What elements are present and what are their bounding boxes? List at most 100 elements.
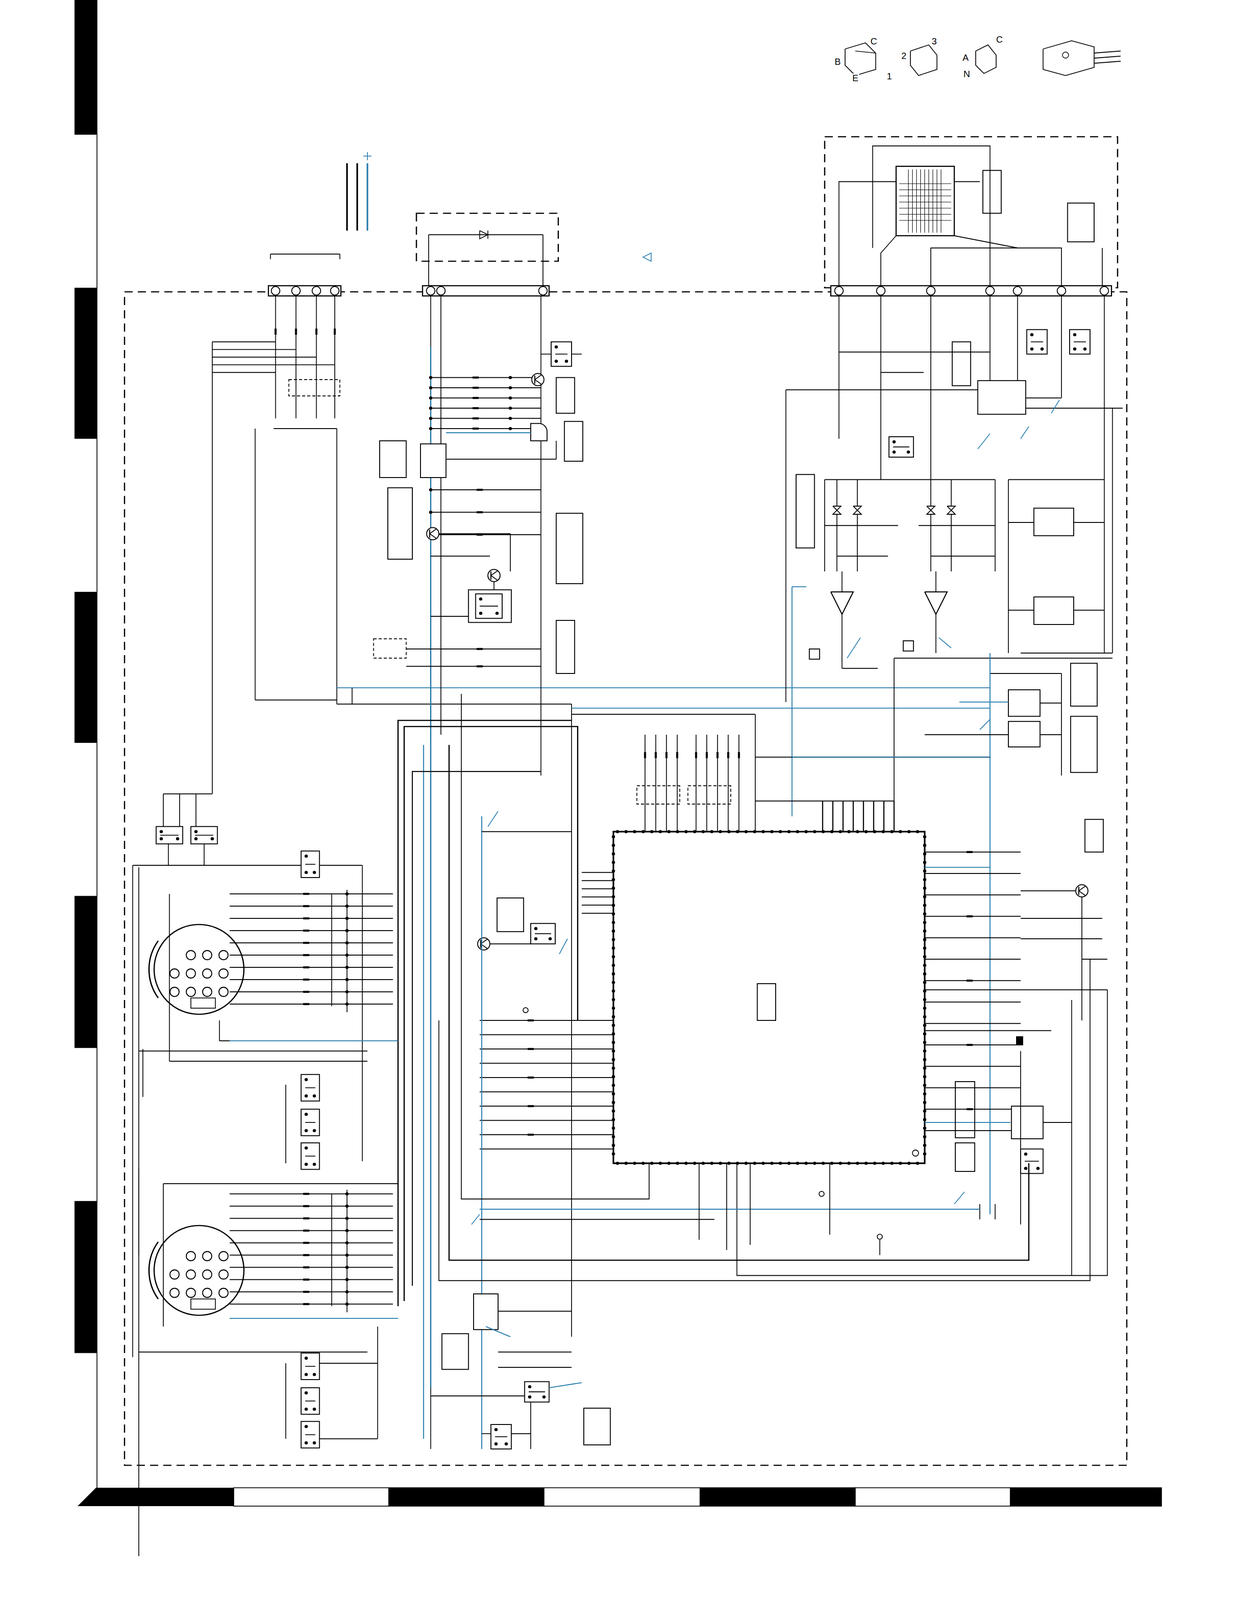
junction-dot <box>624 830 628 834</box>
junction-dot <box>923 1144 927 1148</box>
junction-dot <box>812 1161 817 1165</box>
resistor-symbol <box>527 1076 534 1080</box>
wire <box>366 151 368 161</box>
junction-dot <box>923 1109 927 1113</box>
wire <box>1078 885 1086 891</box>
junction-dot <box>727 1161 731 1165</box>
pin-label: 3 <box>930 36 938 46</box>
wire <box>493 581 495 591</box>
wire <box>319 1438 378 1440</box>
wire <box>138 1351 368 1353</box>
junction-dot <box>1073 347 1077 351</box>
pin-circle <box>219 1251 229 1262</box>
wire <box>229 967 393 969</box>
wire <box>273 428 338 430</box>
pin-label: B <box>833 57 842 67</box>
wire <box>229 1230 393 1232</box>
wire-path <box>975 44 997 74</box>
junction-dot <box>923 998 927 1002</box>
junction-dot <box>611 1049 616 1053</box>
wire <box>959 701 1009 703</box>
component-box <box>387 488 413 560</box>
wire <box>406 648 542 650</box>
junction-dot <box>616 1161 620 1165</box>
component-box <box>1085 819 1104 853</box>
wire <box>1073 341 1086 343</box>
wire <box>479 1077 614 1079</box>
wire <box>366 163 369 231</box>
wire <box>841 668 878 670</box>
wire <box>319 1363 378 1365</box>
border-mark <box>700 1488 856 1507</box>
wire <box>430 418 542 420</box>
wire <box>212 349 297 351</box>
junction-dot <box>611 920 616 925</box>
junction-dot <box>847 1161 851 1165</box>
resistor-symbol <box>303 1192 310 1196</box>
junction-dot <box>658 1161 662 1165</box>
wire <box>487 230 489 240</box>
wire <box>229 1003 393 1005</box>
pin-circle <box>477 938 490 951</box>
pin-circle <box>312 286 321 296</box>
wire <box>899 201 952 203</box>
wire <box>581 880 614 882</box>
junction-dot <box>611 886 616 890</box>
junction-dot <box>821 830 825 834</box>
pin-circle <box>1013 286 1022 296</box>
junction-dot <box>194 837 198 841</box>
junction-dot <box>923 1100 927 1105</box>
wire <box>160 835 179 837</box>
pin-circle <box>186 1251 196 1262</box>
wire <box>212 364 335 366</box>
junction-dot <box>693 830 697 834</box>
pin-circle <box>426 286 436 296</box>
wire <box>162 1183 164 1327</box>
resistor-symbol <box>644 752 647 759</box>
junction-dot <box>641 1161 645 1165</box>
wire <box>706 734 708 832</box>
wire <box>488 811 499 827</box>
junction-dot <box>632 830 636 834</box>
junction-dot <box>159 830 163 834</box>
wire <box>862 801 864 832</box>
wire <box>676 734 678 832</box>
pin-circle <box>219 1288 229 1298</box>
wire <box>1073 522 1105 524</box>
junction-dot <box>675 1161 680 1165</box>
junction-dot <box>923 1023 927 1027</box>
wire <box>485 1326 511 1338</box>
pin-circle <box>202 968 212 978</box>
wire <box>430 407 542 409</box>
border-mark <box>74 896 98 1049</box>
wire <box>1020 652 1113 654</box>
junction-dot <box>821 1161 825 1165</box>
junction-dot <box>923 878 927 882</box>
wire <box>1016 296 1018 382</box>
component-box <box>268 285 342 297</box>
wire <box>229 954 393 956</box>
wire <box>792 586 807 588</box>
wire <box>229 1206 393 1208</box>
wire <box>1094 61 1121 64</box>
wire <box>841 571 843 592</box>
pin-label: 1 <box>885 71 893 81</box>
junction-dot <box>508 396 512 400</box>
resistor-symbol <box>303 1303 310 1306</box>
junction-dot <box>611 1109 616 1113</box>
wire <box>481 1433 491 1435</box>
junction-dot <box>611 998 616 1002</box>
junction-dot <box>508 376 512 380</box>
component-box <box>301 1109 320 1137</box>
junction-dot <box>611 989 616 993</box>
junction-dot <box>923 1049 927 1053</box>
junction-dot <box>701 1161 705 1165</box>
junction-dot <box>923 946 927 950</box>
junction-dot <box>304 1078 308 1082</box>
wire <box>439 533 511 535</box>
wire <box>749 1163 751 1246</box>
component-box <box>441 1334 469 1370</box>
junction-dot <box>898 1161 902 1165</box>
wire <box>498 1351 572 1353</box>
